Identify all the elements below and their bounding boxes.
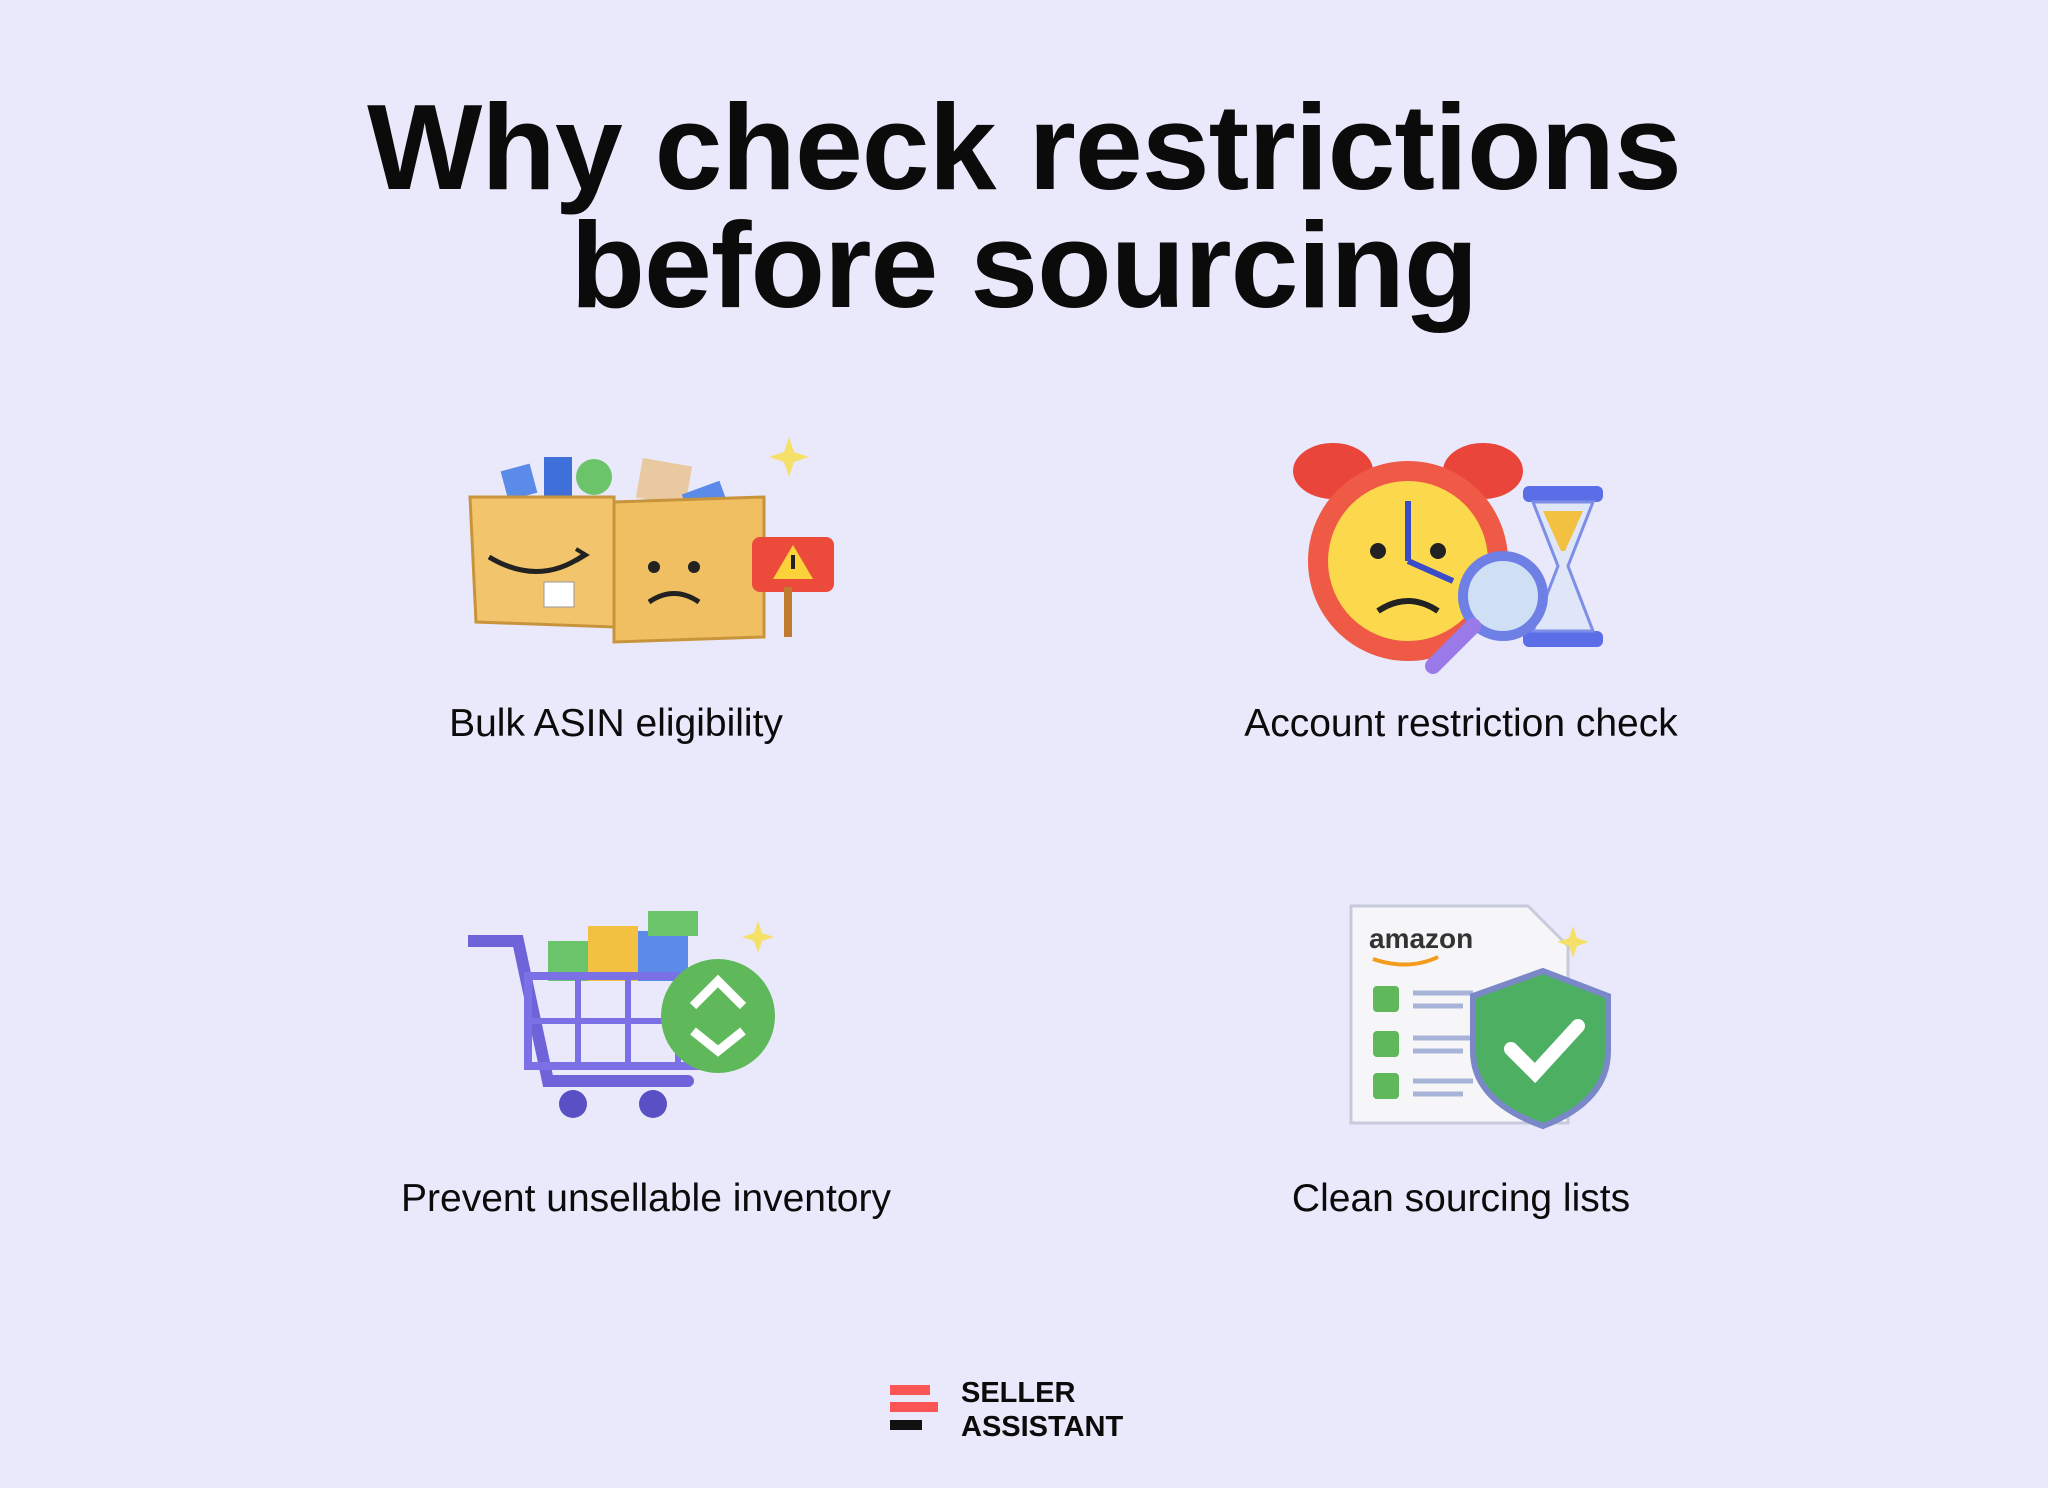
checklist-shield-icon: amazon	[1349, 904, 1611, 1130]
logo-bar-3	[890, 1420, 922, 1430]
logo-line-1: SELLER	[961, 1377, 1076, 1409]
page-title: Why check restrictions before sourcing	[0, 79, 2048, 333]
logo-bar-2	[890, 1402, 938, 1412]
title-line-2: before sourcing	[570, 197, 1479, 333]
logo-line-2: ASSISTANT	[961, 1411, 1124, 1443]
feature-label-bulk-asin: Bulk ASIN eligibility	[449, 702, 783, 745]
logo-text: SELLER ASSISTANT	[961, 1376, 1123, 1444]
feature-label-clean-sourcing: Clean sourcing lists	[1291, 1177, 1631, 1220]
boxes-warning-icon	[468, 437, 834, 644]
feature-label-prevent-unsellable: Prevent unsellable inventory	[401, 1177, 891, 1220]
alarm-clock-hourglass-icon	[1293, 443, 1603, 674]
logo-bar-1	[890, 1385, 930, 1395]
title-line-1: Why check restrictions	[367, 79, 1682, 215]
shopping-cart-recycle-icon	[468, 911, 775, 1118]
amazon-logo-text: amazon	[1369, 923, 1473, 954]
feature-label-account-restriction: Account restriction check	[1244, 702, 1678, 745]
